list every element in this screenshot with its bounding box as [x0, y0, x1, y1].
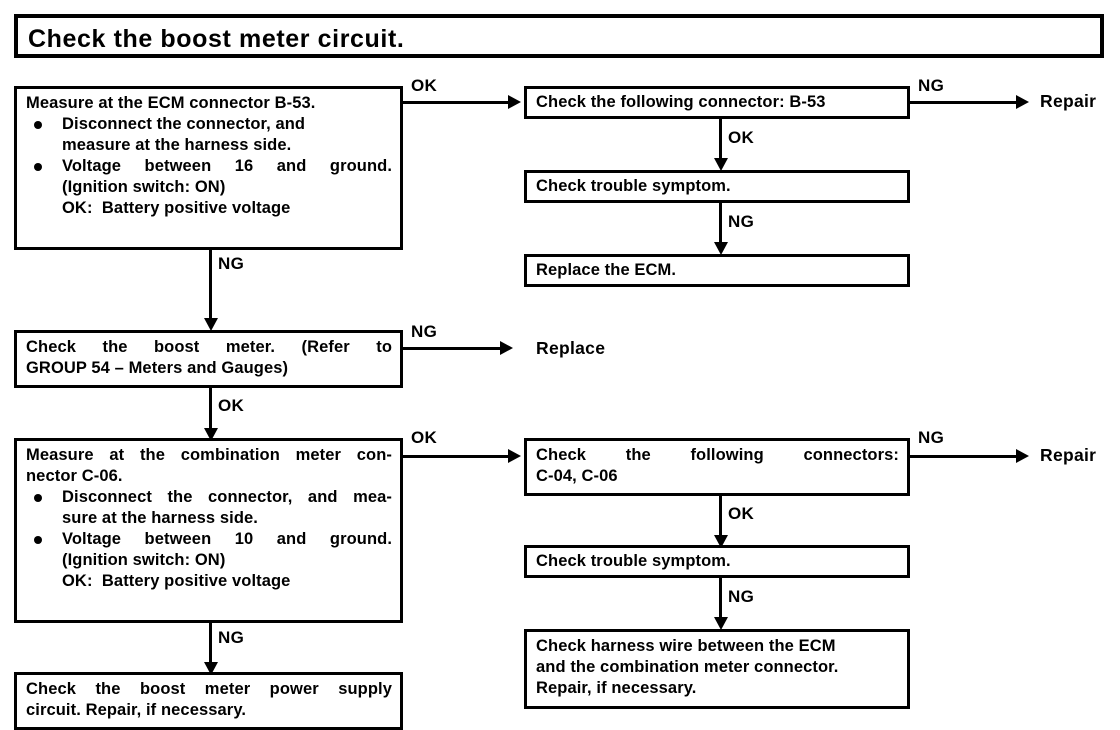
- edge-combination-to-power-supply-arrow: [204, 662, 218, 675]
- edge-symptom-to-harness-line: [719, 578, 722, 622]
- boost-power-supply-l2: circuit. Repair, if necessary.: [26, 700, 247, 719]
- check-connectors-l1: Check the following connectors:: [536, 446, 899, 464]
- harness-wire-l1: Check harness wire between the ECM: [536, 637, 836, 655]
- node-boost-power-supply: Check the boost meter power supply circu…: [14, 672, 403, 730]
- terminal-repair-bottom: Repair: [1040, 445, 1097, 465]
- boost-power-supply-l1: Check the boost meter power supply: [26, 680, 392, 698]
- harness-wire-l2: and the combination meter connector.: [536, 657, 839, 676]
- edge-boost-meter-to-replace-arrow: [500, 341, 513, 355]
- combination-measure-b1-l1: Disconnect the connector, and mea-: [62, 487, 392, 506]
- edge-label-ng-connector-to-repair: NG: [918, 76, 945, 95]
- title-text: Check the boost meter circuit.: [28, 25, 405, 53]
- ecm-measure-b1-l2: measure at the harness side.: [62, 135, 292, 154]
- edge-connectors-to-repair-arrow: [1016, 449, 1029, 463]
- edge-label-ng-connectors-to-repair: NG: [918, 428, 945, 447]
- combination-measure-b2-l1: Voltage between 10 and ground.: [62, 529, 392, 548]
- trouble-symptom-bottom-text: Check trouble symptom.: [536, 552, 731, 570]
- edge-symptom-to-replace-ecm-arrow: [714, 242, 728, 255]
- check-boost-meter-l1: Check the boost meter. (Refer to: [26, 338, 392, 356]
- replace-ecm-text: Replace the ECM.: [536, 261, 677, 279]
- edge-connector-to-symptom-line: [719, 119, 722, 163]
- edge-boost-meter-to-replace-line: [403, 347, 503, 350]
- edge-connector-to-repair-arrow: [1016, 95, 1029, 109]
- edge-connector-to-symptom-arrow: [714, 158, 728, 171]
- harness-wire-l3: Repair, if necessary.: [536, 678, 697, 697]
- edge-label-ng-boost-meter-to-replace: NG: [411, 322, 438, 341]
- edge-label-ng-symptom-to-harness: NG: [728, 587, 755, 606]
- combination-measure-b2-l3: OK: Battery positive voltage: [62, 571, 291, 590]
- edge-label-ok-combination-to-connectors: OK: [411, 428, 438, 447]
- combination-measure-h1: Measure at the combination meter con-: [26, 446, 392, 464]
- trouble-symptom-top-text: Check trouble symptom.: [536, 177, 731, 195]
- ecm-measure-bullet-2: Voltage between 16 and ground. (Ignition…: [26, 156, 392, 219]
- check-boost-meter-l2: GROUP 54 – Meters and Gauges): [26, 358, 289, 377]
- edge-connector-to-repair-line: [910, 101, 1020, 104]
- combination-measure-h2: nector C-06.: [26, 466, 123, 485]
- bullet-dot-icon: [34, 120, 42, 129]
- check-connector-b53-text: Check the following connector: B-53: [536, 93, 826, 111]
- edge-label-ok-ecm-to-connector: OK: [411, 76, 438, 95]
- terminal-repair-top: Repair: [1040, 91, 1097, 111]
- bullet-dot-icon: [34, 162, 42, 171]
- edge-label-ok-connectors-to-symptom: OK: [728, 504, 755, 523]
- node-ecm-measure: Measure at the ECM connector B-53. Disco…: [14, 86, 403, 250]
- edge-boost-meter-to-combination-arrow: [204, 428, 218, 441]
- ecm-measure-b1-l1: Disconnect the connector, and: [62, 114, 306, 133]
- edge-label-ng-ecm-to-boost-meter: NG: [218, 254, 245, 273]
- node-combination-measure: Measure at the combination meter con- ne…: [14, 438, 403, 623]
- edge-symptom-to-replace-ecm-line: [719, 203, 722, 247]
- node-check-connectors-c04-c06: Check the following connectors: C-04, C-…: [524, 438, 910, 496]
- node-check-connector-b53: Check the following connector: B-53: [524, 86, 910, 119]
- check-connectors-l2: C-04, C-06: [536, 466, 618, 485]
- node-trouble-symptom-bottom: Check trouble symptom.: [524, 545, 910, 578]
- edge-ecm-to-connector-arrow: [508, 95, 521, 109]
- edge-label-ng-symptom-to-replace-ecm: NG: [728, 212, 755, 231]
- ecm-measure-b2-l2: (Ignition switch: ON): [62, 177, 226, 196]
- ecm-measure-bullet-1: Disconnect the connector, and measure at…: [26, 114, 392, 156]
- edge-ecm-to-boost-meter-line: [209, 250, 212, 324]
- ecm-measure-b2-l1: Voltage between 16 and ground.: [62, 156, 392, 175]
- node-harness-wire: Check harness wire between the ECM and t…: [524, 629, 910, 709]
- node-replace-ecm: Replace the ECM.: [524, 254, 910, 287]
- edge-connectors-to-symptom-arrow: [714, 535, 728, 548]
- edge-connectors-to-repair-line: [910, 455, 1020, 458]
- edge-boost-meter-to-combination-line: [209, 388, 212, 434]
- edge-ecm-to-boost-meter-arrow: [204, 318, 218, 331]
- combination-measure-bullet-2: Voltage between 10 and ground. (Ignition…: [26, 529, 392, 592]
- combination-measure-bullet-1: Disconnect the connector, and mea- sure …: [26, 487, 392, 529]
- combination-measure-b2-l2: (Ignition switch: ON): [62, 550, 226, 569]
- ecm-measure-heading: Measure at the ECM connector B-53.: [26, 94, 316, 112]
- edge-connectors-to-symptom-line: [719, 496, 722, 540]
- bullet-dot-icon: [34, 535, 42, 544]
- terminal-replace-middle: Replace: [536, 338, 606, 358]
- edge-label-ok-connector-to-symptom: OK: [728, 128, 755, 147]
- edge-combination-to-power-supply-line: [209, 623, 212, 667]
- ecm-measure-b2-l3: OK: Battery positive voltage: [62, 198, 291, 217]
- edge-symptom-to-harness-arrow: [714, 617, 728, 630]
- edge-combination-to-connectors-line: [403, 455, 509, 458]
- edge-label-ng-combination-to-power-supply: NG: [218, 628, 245, 647]
- edge-label-ok-boost-meter-to-combination: OK: [218, 396, 245, 415]
- edge-combination-to-connectors-arrow: [508, 449, 521, 463]
- combination-measure-b1-l2: sure at the harness side.: [62, 508, 258, 527]
- title-box: Check the boost meter circuit.: [14, 14, 1104, 58]
- edge-ecm-to-connector-line: [403, 101, 509, 104]
- node-check-boost-meter: Check the boost meter. (Refer to GROUP 5…: [14, 330, 403, 388]
- node-trouble-symptom-top: Check trouble symptom.: [524, 170, 910, 203]
- bullet-dot-icon: [34, 493, 42, 502]
